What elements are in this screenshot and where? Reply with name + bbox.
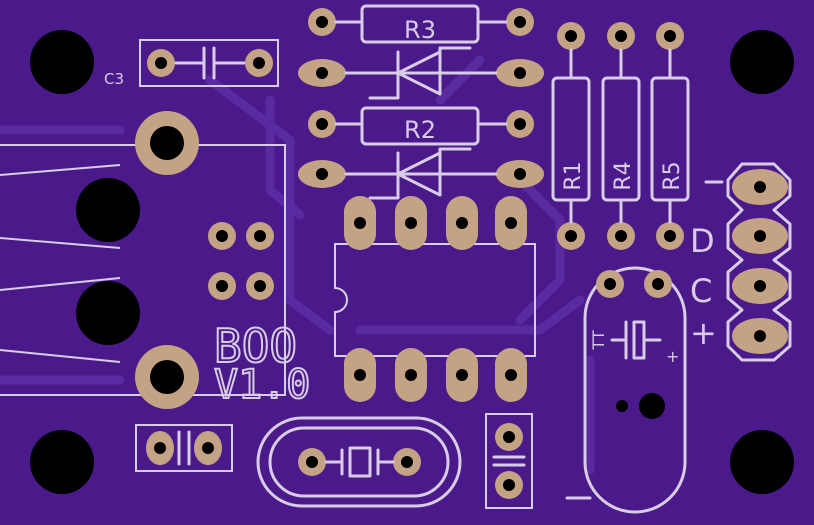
mounting-hole-top-left bbox=[30, 30, 94, 94]
board-version: V1.0 bbox=[214, 362, 310, 408]
resistor-r1: R1 bbox=[551, 22, 591, 250]
diode-upper bbox=[298, 46, 544, 100]
c3-label: C3 bbox=[104, 70, 124, 88]
capacitor-bottom-left bbox=[135, 424, 233, 472]
usb-hole-upper bbox=[76, 178, 140, 242]
r5-label: R5 bbox=[660, 161, 685, 190]
capacitor-c3: C3 bbox=[104, 39, 279, 88]
cap-tt-label: TT bbox=[589, 330, 608, 350]
copper-traces bbox=[0, 55, 595, 475]
resistor-r4: R4 bbox=[601, 22, 641, 250]
resistor-r5: R5 bbox=[650, 22, 690, 250]
usb-hole-lower bbox=[76, 281, 140, 345]
header-label-c: C bbox=[690, 272, 712, 310]
r1-label: R1 bbox=[561, 161, 586, 190]
crystal-oscillator bbox=[256, 416, 462, 508]
r3-label: R3 bbox=[404, 16, 436, 44]
mounting-hole-bottom-left bbox=[30, 430, 94, 494]
electrolytic-capacitor: TT + bbox=[565, 266, 687, 514]
header-label-d: D bbox=[690, 222, 715, 260]
resistor-r3: R3 bbox=[308, 4, 534, 44]
ic-pins-bottom bbox=[344, 348, 527, 402]
r4-label: R4 bbox=[611, 161, 636, 190]
header-label-plus: + bbox=[690, 314, 717, 352]
usb-connector bbox=[0, 111, 286, 409]
usb-pins bbox=[208, 222, 274, 300]
diode-lower bbox=[298, 147, 544, 200]
r2-label: R2 bbox=[404, 116, 436, 144]
ic-pins-top bbox=[344, 196, 527, 250]
board-title: BOO bbox=[214, 319, 297, 373]
cap-plus-label: + bbox=[666, 347, 679, 366]
mounting-hole-top-right bbox=[730, 30, 794, 94]
capacitor-vertical bbox=[485, 413, 533, 509]
resistor-r2: R2 bbox=[308, 106, 534, 146]
ic-dip8 bbox=[334, 196, 536, 402]
mounting-hole-bottom-right bbox=[730, 430, 794, 494]
pin-header: D C + bbox=[690, 162, 792, 362]
